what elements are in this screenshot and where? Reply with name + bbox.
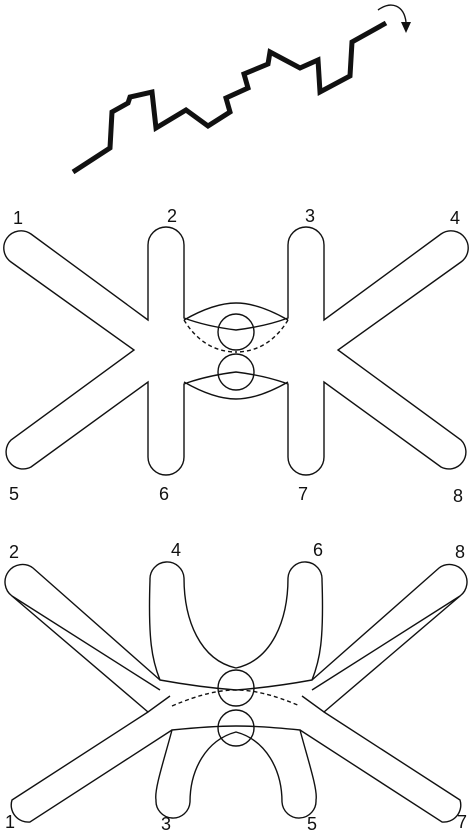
arm-label-b-4: 4 bbox=[171, 540, 181, 560]
crossover-dashed-right bbox=[236, 320, 288, 352]
arm-label-7: 7 bbox=[298, 484, 308, 504]
arm-label-2: 2 bbox=[167, 206, 177, 226]
central-circle-upper bbox=[218, 314, 254, 350]
zigzag-strand bbox=[73, 23, 386, 172]
diagonal-arm-lower-left bbox=[11, 712, 172, 822]
diagonal-inner-upper-left bbox=[12, 596, 160, 690]
crossover-dashed-bottom bbox=[172, 690, 300, 706]
arm-label-1: 1 bbox=[13, 208, 23, 228]
arm-label-6: 6 bbox=[159, 484, 169, 504]
diagonal-arm-2-to-7 bbox=[5, 565, 170, 712]
arm-label-b-8: 8 bbox=[455, 542, 465, 562]
diagonal-arm-8-to-1 bbox=[302, 565, 467, 712]
arm-label-b-1: 1 bbox=[5, 812, 15, 832]
crossover-dashed-left bbox=[184, 320, 236, 352]
rotation-arrow-icon bbox=[378, 5, 406, 22]
arm-label-3: 3 bbox=[305, 206, 315, 226]
upper-lens bbox=[184, 303, 288, 320]
zigzag-diagram bbox=[73, 5, 411, 172]
bottom-junction-diagram: 2 4 6 8 1 3 5 7 bbox=[5, 540, 467, 832]
arm-label-b-7: 7 bbox=[457, 812, 467, 832]
junction-outline bbox=[4, 227, 468, 475]
rotation-arrowhead-icon bbox=[401, 22, 411, 33]
arm-label-b-2: 2 bbox=[9, 542, 19, 562]
central-circle-lower-b bbox=[218, 710, 254, 746]
arm-label-5: 5 bbox=[9, 484, 19, 504]
lower-u-arm bbox=[156, 726, 317, 818]
upper-u-arm bbox=[149, 562, 322, 690]
arm-label-b-5: 5 bbox=[307, 814, 317, 832]
arm-label-b-6: 6 bbox=[313, 540, 323, 560]
diagonal-arm-lower-right bbox=[300, 712, 461, 822]
arm-label-8: 8 bbox=[453, 486, 463, 506]
central-circle-upper-b bbox=[218, 670, 254, 706]
arm-label-b-3: 3 bbox=[161, 814, 171, 832]
arm-label-4: 4 bbox=[450, 208, 460, 228]
diagonal-inner-upper-right bbox=[312, 596, 460, 690]
top-junction-diagram: 1 2 3 4 5 6 7 8 bbox=[4, 206, 468, 506]
